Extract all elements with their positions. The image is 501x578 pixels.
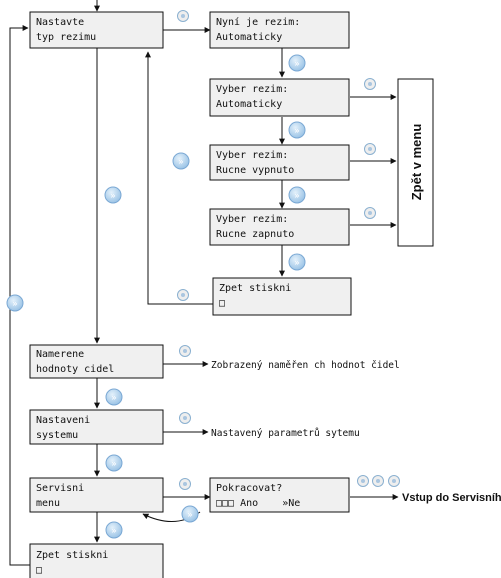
settings-description: Nastavený parametrů sytemu bbox=[211, 428, 360, 439]
lcd-line-1: Vyber rezim: bbox=[216, 150, 288, 161]
lcd-line-2: typ rezimu bbox=[36, 32, 96, 43]
connectors bbox=[9, 0, 399, 566]
svg-text:»: » bbox=[294, 192, 300, 202]
lcd-line-1: Vyber rezim: bbox=[216, 214, 288, 225]
lcd-box-mode-now: Nyní je rezim: Automaticky bbox=[209, 11, 350, 49]
next-button-icon: » bbox=[288, 186, 306, 204]
next-button-icon: » bbox=[105, 388, 123, 406]
lcd-line-1: Namerene bbox=[36, 349, 84, 360]
lcd-line-1: Zpet stiskni bbox=[219, 283, 291, 294]
lcd-line-2: hodnoty cidel bbox=[36, 364, 114, 375]
ok-button-icon bbox=[179, 345, 191, 357]
ok-button-icon bbox=[177, 289, 189, 301]
lcd-line-1: Nastaveni bbox=[36, 415, 90, 426]
lcd-box-mode-type: Nastavte typ rezimu bbox=[29, 11, 164, 49]
ok-button-icon bbox=[179, 478, 191, 490]
lcd-line-2: Rucne vypnuto bbox=[216, 165, 294, 176]
next-button-icon: » bbox=[172, 152, 190, 170]
next-button-icon: » bbox=[288, 253, 306, 271]
svg-text:»: » bbox=[187, 511, 193, 521]
svg-text:»: » bbox=[178, 158, 184, 168]
lcd-box-continue: Pokracovat? □□□ Ano »Ne bbox=[209, 477, 350, 513]
ok-button-icon bbox=[357, 475, 369, 487]
lcd-line-1: Servisni bbox=[36, 483, 84, 494]
lcd-box-sensors: Namerene hodnoty cidel bbox=[29, 344, 164, 379]
next-button-icon: » bbox=[288, 54, 306, 72]
svg-text:»: » bbox=[110, 192, 116, 202]
svg-text:»: » bbox=[294, 259, 300, 269]
ok-button-icon bbox=[177, 10, 189, 22]
ok-button-icon bbox=[364, 207, 376, 219]
lcd-box-back-inner: Zpet stiskni □ bbox=[212, 277, 352, 316]
svg-text:»: » bbox=[294, 127, 300, 137]
lcd-box-select-off: Vyber rezim: Rucne vypnuto bbox=[209, 144, 350, 181]
lcd-line-2: □ bbox=[219, 298, 225, 309]
back-to-menu-box: Zpět v menu bbox=[397, 78, 434, 247]
lcd-box-select-auto: Vyber rezim: Automaticky bbox=[209, 78, 350, 117]
ok-button-icon bbox=[364, 143, 376, 155]
lcd-line-1: Nastavte bbox=[36, 17, 84, 28]
ok-button-icon bbox=[372, 475, 384, 487]
svg-text:»: » bbox=[111, 527, 117, 537]
svg-text:»: » bbox=[12, 300, 18, 310]
lcd-line-1: Zpet stiskni bbox=[36, 550, 108, 561]
lcd-line-1: Nyní je rezim: bbox=[216, 16, 300, 28]
ok-button-icon bbox=[179, 412, 191, 424]
lcd-line-1: Vyber rezim: bbox=[216, 84, 288, 95]
sensors-description: Zobrazený naměřen ch hodnot čidel bbox=[211, 360, 400, 371]
lcd-line-2: □ bbox=[36, 565, 42, 576]
next-button-icon: » bbox=[104, 186, 122, 204]
next-button-icon: » bbox=[181, 505, 199, 523]
next-button-icon: » bbox=[288, 121, 306, 139]
service-entry-label: Vstup do Servisního menu bbox=[402, 492, 501, 504]
lcd-box-service: Servisni menu bbox=[29, 477, 164, 513]
lcd-box-select-on: Vyber rezim: Rucne zapnuto bbox=[209, 208, 350, 246]
lcd-line-1: Pokracovat? bbox=[216, 483, 282, 494]
lcd-line-2: menu bbox=[36, 498, 60, 509]
next-button-icon: » bbox=[105, 521, 123, 539]
svg-text:»: » bbox=[111, 394, 117, 404]
lcd-line-2: Automaticky bbox=[216, 32, 282, 43]
back-to-menu-label: Zpět v menu bbox=[409, 124, 424, 201]
ok-button-icon bbox=[388, 475, 400, 487]
lcd-box-settings: Nastaveni systemu bbox=[29, 409, 164, 445]
lcd-box-back-outer: Zpet stiskni □ bbox=[29, 543, 164, 578]
ok-buttons bbox=[177, 10, 400, 490]
svg-text:»: » bbox=[111, 460, 117, 470]
next-button-icon: » bbox=[6, 294, 24, 312]
lcd-line-2: Automaticky bbox=[216, 99, 282, 110]
lcd-line-2: □□□ Ano »Ne bbox=[216, 498, 300, 509]
ok-button-icon bbox=[364, 78, 376, 90]
lcd-line-2: systemu bbox=[36, 430, 78, 441]
lcd-line-2: Rucne zapnuto bbox=[216, 229, 294, 240]
svg-text:»: » bbox=[294, 60, 300, 70]
next-button-icon: » bbox=[105, 454, 123, 472]
next-buttons: » » » » » » » » » » » bbox=[6, 54, 306, 539]
